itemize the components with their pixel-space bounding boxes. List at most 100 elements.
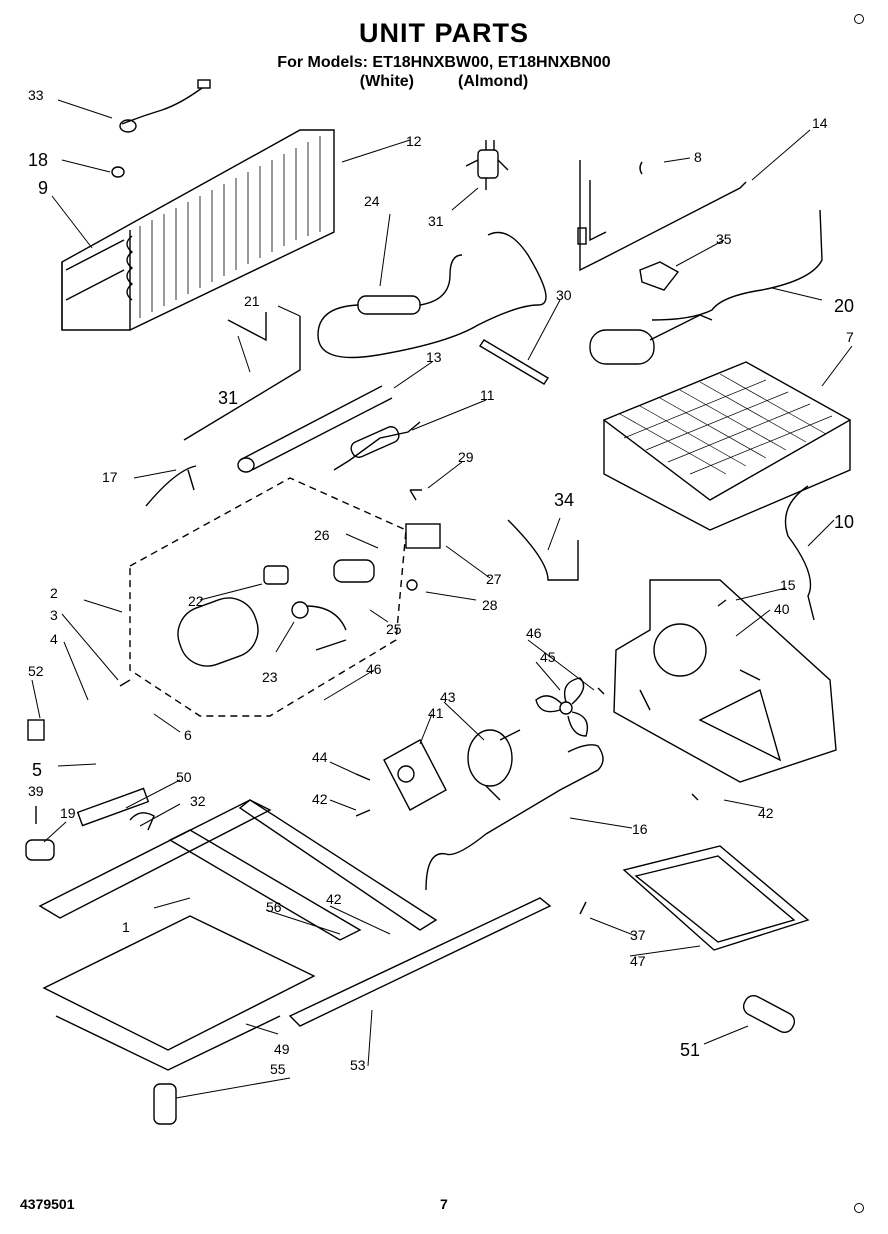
part-30-strap (479, 339, 549, 385)
part-32-clip (129, 812, 155, 831)
part-10-tube (784, 485, 815, 621)
color-almond-label: (Almond) (458, 73, 529, 90)
callout-53: 53 (350, 1057, 366, 1073)
part-52-pin (27, 719, 45, 741)
callout-40: 40 (774, 601, 790, 617)
callout-45: 45 (540, 649, 556, 665)
part-7-condenser (602, 361, 852, 531)
part-34-tube (507, 519, 579, 581)
part-29-screw (409, 489, 422, 501)
callout-leaders (31, 99, 853, 1099)
callout-11: 11 (480, 387, 495, 403)
part-37-screw (579, 901, 587, 915)
corner-mark-top (854, 14, 864, 24)
part-43-motor (467, 729, 521, 801)
part-16-tube (425, 744, 604, 891)
callout-21: 21 (244, 293, 260, 309)
part-14-tube (577, 160, 747, 272)
callout-41: 41 (428, 705, 444, 721)
callout-29a: 29 (458, 449, 474, 465)
callout-33: 33 (28, 87, 44, 103)
callout-5: 5 (32, 760, 42, 780)
callout-55: 55 (270, 1061, 286, 1077)
callout-52: 52 (28, 663, 44, 679)
part-28-nut (406, 579, 418, 591)
callout-39: 39 (28, 783, 44, 799)
callout-51: 51 (680, 1040, 700, 1060)
callout-43: 43 (440, 689, 456, 705)
callout-13: 13 (426, 349, 442, 365)
callout-19: 19 (60, 805, 76, 821)
callout-4: 4 (50, 631, 58, 647)
part-27-relay (405, 523, 441, 549)
callout-31a: 31 (428, 213, 444, 229)
part-20-tube (589, 209, 823, 365)
part-47-drain-pan (622, 845, 810, 951)
callout-26: 26 (314, 527, 330, 543)
callout-42c: 42 (326, 891, 342, 907)
callout-44: 44 (312, 749, 328, 765)
base-frame (38, 799, 552, 1027)
part-21-tube (183, 312, 301, 441)
part-18-grommet (111, 166, 125, 178)
callout-17: 17 (102, 469, 118, 485)
part-50-strap (76, 787, 150, 827)
callout-22: 22 (188, 593, 204, 609)
part-55-foot (153, 1083, 177, 1125)
part-11-body (350, 426, 400, 458)
callout-7: 7 (846, 329, 854, 345)
part-11-drier (333, 421, 421, 471)
part-46-clip (597, 687, 605, 695)
part-19-clamp (25, 839, 55, 861)
callout-35: 35 (716, 231, 732, 247)
part-22-compressor (177, 559, 375, 667)
part-45-fan-blade (535, 677, 589, 737)
callout-31b: 31 (218, 388, 238, 408)
callout-42b: 42 (758, 805, 774, 821)
callout-37: 37 (630, 927, 646, 943)
part-17-tube (145, 465, 197, 507)
callout-56: 56 (266, 899, 282, 915)
callout-9: 9 (38, 178, 48, 198)
callout-14: 14 (812, 115, 828, 131)
part-12-evaporator (61, 129, 335, 331)
callout-46a: 46 (366, 661, 382, 677)
part-42-screw (691, 793, 699, 801)
callout-20: 20 (834, 296, 854, 316)
callout-12: 12 (406, 133, 422, 149)
callout-27: 27 (486, 571, 502, 587)
part-41-hole (397, 765, 415, 783)
page-title: UNIT PARTS (359, 18, 529, 48)
callout-24: 24 (364, 193, 380, 209)
part-31-valve (465, 140, 509, 190)
callout-8: 8 (694, 149, 702, 165)
part-49-base-plate (42, 915, 316, 1051)
part-24-drier (317, 231, 547, 359)
part-44-screws (355, 773, 371, 817)
callout-25: 25 (386, 621, 402, 637)
part-8-clip (639, 161, 643, 175)
document-number: 4379501 (20, 1196, 75, 1212)
model-numbers: For Models: ET18HNXBW00, ET18HNXBN00 (277, 54, 611, 71)
compressor-group-outline (129, 477, 407, 717)
part-49-edge (55, 1015, 281, 1071)
part-13-insulation (237, 385, 393, 473)
callout-15: 15 (780, 577, 796, 593)
callout-47: 47 (630, 953, 646, 969)
part-40-bracket (613, 579, 837, 783)
part-33-sensor (119, 79, 211, 133)
corner-mark-bottom (854, 1203, 864, 1213)
callout-labels: 33 12 18 9 31 24 8 14 35 21 20 30 31 13 … (28, 87, 854, 1077)
callout-30: 30 (556, 287, 572, 303)
callout-49: 49 (274, 1041, 290, 1057)
callout-34: 34 (554, 490, 574, 510)
callout-10: 10 (834, 512, 854, 532)
callout-2: 2 (50, 585, 58, 601)
callout-42a: 42 (312, 791, 328, 807)
callout-16: 16 (632, 821, 648, 837)
part-35-block (639, 261, 680, 291)
callout-1: 1 (122, 919, 130, 935)
callout-6: 6 (184, 727, 192, 743)
model-colors: (White)(Almond) (0, 73, 888, 91)
